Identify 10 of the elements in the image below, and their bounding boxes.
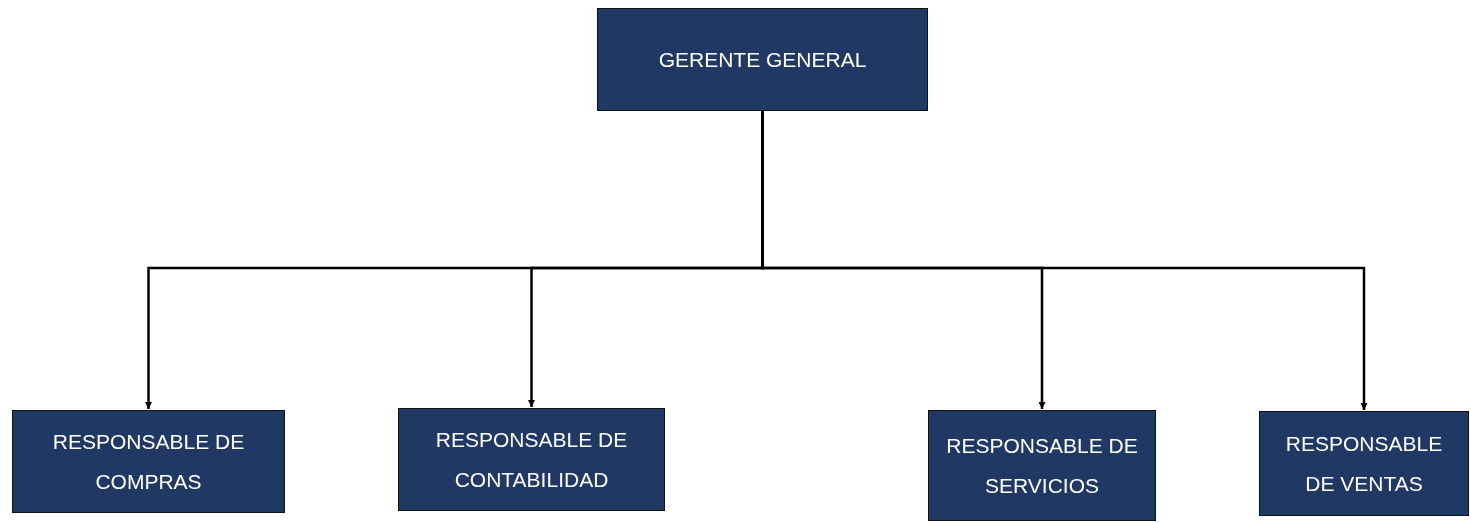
role-label: GERENTE GENERAL [658,46,867,73]
department-box [12,410,285,513]
manager-box [597,8,928,111]
role-label: RESPONSABLE DE VENTAS [1284,430,1444,497]
department-box [928,410,1156,521]
department-box [1259,411,1469,516]
role-label: RESPONSABLE DE CONTABILIDAD [434,426,629,493]
role-label: RESPONSABLE DE COMPRAS [51,428,246,495]
department-box [398,408,665,511]
role-label: RESPONSABLE DE SERVICIOS [945,432,1139,499]
